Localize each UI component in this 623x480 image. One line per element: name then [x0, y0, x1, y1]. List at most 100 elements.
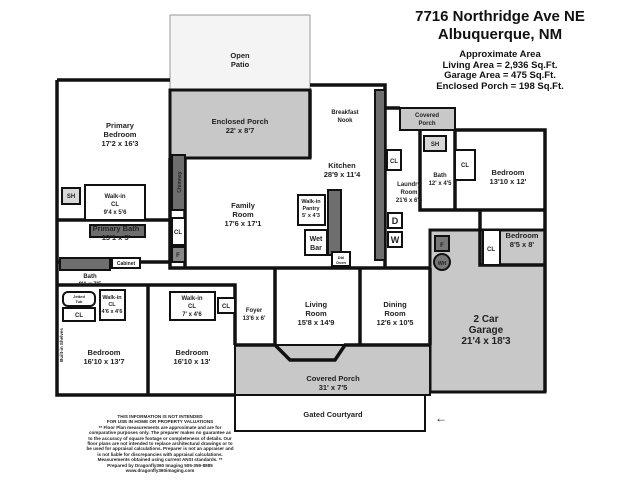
breakfast-nook-label2: Nook	[338, 118, 354, 124]
dbl-oven-label2: Oven	[336, 260, 347, 265]
walkin-cl2-dim: 4'6 x 4'6	[102, 309, 123, 315]
gated-courtyard	[234, 394, 426, 432]
bath1-dim: 8'1 x 7'5	[79, 282, 103, 288]
bedroom2-dim: 8'5 x 8'	[510, 240, 535, 249]
cl-family-label: CL	[174, 230, 182, 236]
bedroom4-dim: 16'10 x 13'	[174, 357, 211, 366]
cl-bed2-label: CL	[487, 247, 495, 253]
porch-area: Enclosed Porch = 198 Sq.Ft.	[436, 80, 564, 92]
primary-bath-label: Primary Bath	[93, 224, 140, 233]
laundry-label2: Room	[401, 190, 418, 196]
bedroom1-dim: 13'10 x 12'	[490, 177, 527, 186]
walkin-cl3-label: Walk-in	[181, 296, 202, 302]
sh1-label: SH	[67, 194, 75, 200]
primary-bedroom-dim: 17'2 x 16'3	[102, 139, 139, 148]
living-room-dim: 15'8 x 14'9	[298, 318, 335, 327]
primary-bedroom-label: Primary	[106, 121, 135, 130]
closets	[59, 89, 501, 322]
enclosed-porch-dim: 22' x 8'7	[226, 126, 255, 135]
bath2-dim: 12' x 4'5	[429, 181, 453, 187]
disclaimer-line: floor plans are not intended to replace …	[87, 441, 233, 447]
address-line2: Albuquerque, NM	[437, 26, 563, 43]
dining-room-dim: 12'6 x 10'5	[377, 318, 414, 327]
garage-label2: Garage	[469, 325, 504, 336]
pantry-label2: Pantry	[302, 206, 320, 212]
covered-porch-dim: 31' x 7'5	[319, 383, 348, 392]
family-room-label: Family	[231, 201, 256, 210]
disclaimer-line: THIS INFORMATION IS NOT INTENDED	[117, 414, 203, 419]
bedroom2-label: Bedroom	[506, 231, 539, 240]
f-family-label: F	[176, 253, 180, 259]
jetted-tub-label2: Tub	[75, 299, 83, 304]
cl-bed1-label: CL	[461, 163, 469, 169]
family-room-label2: Room	[232, 210, 254, 219]
dining-room-label: Dining	[383, 300, 407, 309]
bedroom3-label: Bedroom	[88, 348, 121, 357]
primary-bedroom-label2: Bedroom	[104, 130, 137, 139]
bath2-label: Bath	[433, 173, 447, 179]
wet-bar-label2: Bar	[310, 245, 322, 252]
kitchen-dim: 28'9 x 11'4	[324, 170, 361, 179]
covered-porch-top	[399, 107, 456, 131]
open-patio-label: Open	[230, 51, 250, 60]
wet-bar-label: Wet	[310, 236, 323, 243]
dbl-oven-label: Dbl	[338, 255, 344, 260]
cl-laundry-label: CL	[390, 159, 398, 165]
foyer-dim: 13'6 x 6'	[243, 316, 266, 322]
walkin-cl1-dim: 9'4 x 5'6	[104, 210, 128, 216]
address-line1: 7716 Northridge Ave NE	[415, 8, 585, 25]
bedroom4-label: Bedroom	[176, 348, 209, 357]
living-room-label2: Room	[305, 309, 327, 318]
gated-courtyard-label: Gated Courtyard	[303, 410, 363, 419]
dining-room-label2: Room	[384, 309, 406, 318]
walkin-cl3-label2: CL	[188, 304, 196, 310]
laundry-dim: 21'6 x 6'5	[396, 198, 423, 204]
builtin-shelves-label: Built-in Shelves	[59, 328, 64, 362]
primary-bath-dim: 13'1 x 5'	[102, 233, 131, 242]
walkin-cl2-label2: CL	[108, 302, 116, 308]
pantry-dim: 5' x 4'3	[302, 213, 320, 219]
open-patio-label2: Patio	[231, 60, 250, 69]
open-patio	[169, 14, 311, 91]
cl-bed3-label: CL	[75, 313, 83, 319]
cl-bed4-label: CL	[222, 304, 230, 310]
disclaimer-line: comparative purposes only. The preparer …	[88, 430, 232, 436]
walkin-cl2-label: Walk-in	[102, 295, 122, 301]
bedroom3-dim: 16'10 x 13'7	[83, 357, 124, 366]
area-summary: Approximate Area Living Area = 2,936 Sq.…	[385, 49, 615, 92]
walkin-cl1-label: Walk-in	[104, 194, 125, 200]
address: 7716 Northridge Ave NE Albuquerque, NM	[385, 8, 615, 44]
covered-porch-top-label2: Porch	[418, 121, 435, 127]
disclaimer-line: Measurements obtained using current ANSI…	[97, 457, 223, 463]
sh2-label: SH	[431, 142, 439, 148]
washer-label: W	[391, 235, 400, 245]
disclaimer-line: FOR USE IN HOME OR PROPERTY VALUATIONS	[106, 419, 214, 425]
entry-arrow-icon: ←	[435, 411, 447, 425]
disclaimer-line: www.dragonfly360imaging.com	[125, 468, 195, 474]
garage-area: Garage Area = 475 Sq.Ft.	[444, 70, 556, 81]
kitchen-label: Kitchen	[328, 161, 356, 170]
chimney-label: Chimney	[177, 171, 183, 192]
foyer-label: Foyer	[246, 308, 263, 314]
living-room-label: Living	[305, 300, 328, 309]
garage-label: 2 Car	[473, 314, 498, 325]
laundry-label: Laundry	[397, 182, 421, 188]
water-heater-label: WH	[438, 261, 447, 267]
area-title: Approximate Area	[459, 49, 541, 60]
dryer-label: D	[392, 216, 399, 226]
disclaimer-line: to the accuracy of square footage or com…	[88, 435, 232, 441]
walkin-cl3-dim: 7' x 4'6	[182, 312, 202, 318]
disclaimer-line: be used for appraisal calculations. Prep…	[86, 446, 234, 452]
pantry-label: Walk-in	[301, 199, 321, 205]
breakfast-nook-label: Breakfast	[331, 110, 358, 116]
walkin-cl1-label2: CL	[111, 202, 119, 208]
garage-dim: 21'4 x 18'3	[461, 336, 511, 347]
bedroom1-label: Bedroom	[492, 168, 525, 177]
disclaimer-line: is not liable for discrepancies with app…	[97, 451, 223, 457]
cabinet-label: Cabinet	[117, 261, 136, 267]
covered-porch-label: Covered Porch	[306, 374, 360, 383]
jetted-tub-label: Jetted	[73, 294, 85, 299]
